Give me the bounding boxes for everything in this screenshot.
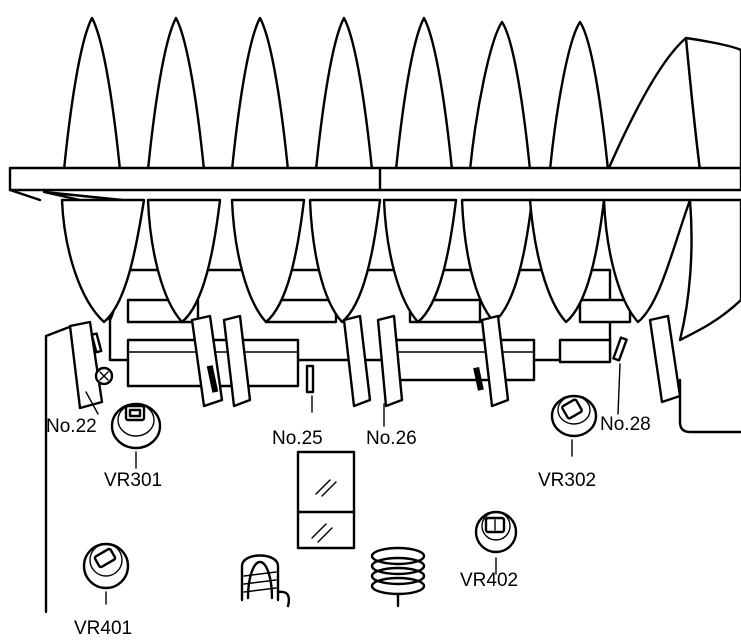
label-vr401: VR401 xyxy=(74,618,132,639)
circuit-board-outline xyxy=(44,324,741,614)
terminal-parts xyxy=(90,332,628,394)
heatsink-top-fins xyxy=(62,16,741,172)
glass-plate-component xyxy=(296,450,356,550)
heatsink-lower-fins xyxy=(42,190,741,342)
coil-left xyxy=(240,554,291,608)
vr402-trimmer xyxy=(474,510,518,575)
heatsink-base-plate xyxy=(8,166,741,202)
mounting-plates xyxy=(68,314,682,410)
label-vr302: VR302 xyxy=(538,470,596,491)
label-no22: No.22 xyxy=(46,416,97,437)
label-no25: No.25 xyxy=(272,428,323,449)
label-vr402: VR402 xyxy=(460,570,518,591)
label-no28: No.28 xyxy=(600,414,651,435)
label-no26: No.26 xyxy=(366,428,417,449)
vr401-trimmer xyxy=(82,542,130,605)
coil-right xyxy=(370,546,426,608)
vr302-trimmer xyxy=(550,394,598,457)
no22-leader xyxy=(85,391,99,415)
vr301-trimmer xyxy=(110,402,162,469)
label-vr301: VR301 xyxy=(104,470,162,491)
no28-leader xyxy=(617,363,621,415)
